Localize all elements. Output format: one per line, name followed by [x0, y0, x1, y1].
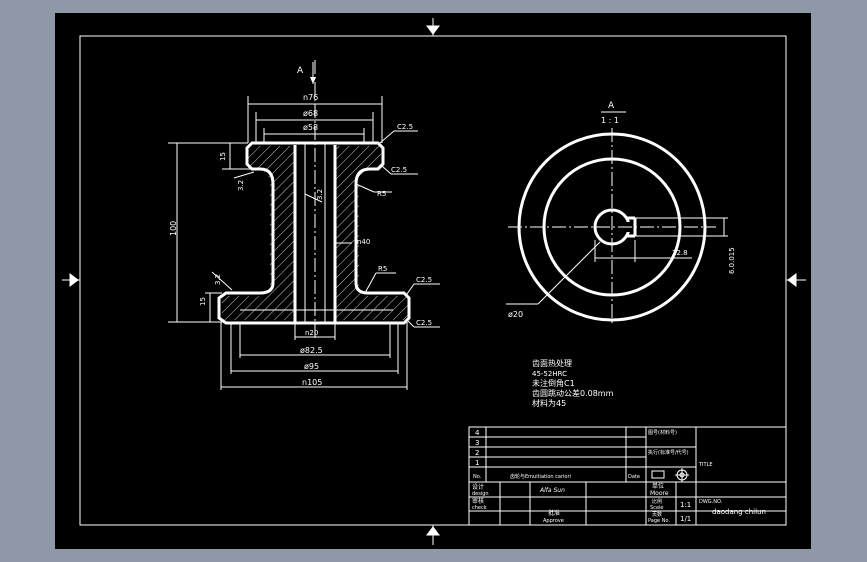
bottom-dimensions — [220, 322, 408, 390]
section-hatch-left — [222, 146, 295, 320]
detail-scale: 1 : 1 — [601, 116, 619, 125]
radius-2: R5 — [378, 265, 387, 273]
chamfer-leaders — [355, 130, 440, 328]
tb-unit-label: 单位 — [652, 482, 664, 490]
centering-marks — [62, 18, 806, 545]
dim-15-top: 15 — [219, 152, 227, 161]
tb-date-label: Date — [628, 474, 640, 480]
dim-15-bottom: 15 — [199, 297, 207, 306]
tb-row-3: 3 — [475, 439, 479, 447]
dim-58: ø58 — [303, 123, 318, 132]
dim-bore: ø20 — [508, 310, 523, 319]
note-3: 未注倒角C1 — [532, 378, 575, 388]
dim-40: n40 — [357, 238, 370, 246]
tb-name-cell: 齿轮与Emuitiation cariori — [510, 473, 571, 480]
note-5: 材料为45 — [532, 398, 566, 408]
tb-check-label: 审核 — [472, 497, 484, 505]
tb-row-2: 2 — [475, 449, 479, 457]
tb-drawing-no-label: DWG.NO. — [699, 499, 723, 505]
radius-1: R5 — [377, 190, 386, 198]
detail-label: A — [608, 101, 615, 111]
section-label: A — [297, 66, 304, 76]
left-dimensions — [168, 142, 352, 323]
tb-scale-value: 1:1 — [680, 501, 691, 509]
tb-design-label: 设计 — [472, 483, 484, 491]
section-outline — [217, 141, 411, 325]
tb-signature: Alfa Sun — [539, 487, 565, 494]
dim-keyway-width: 6.0.015 — [728, 247, 736, 274]
tb-drawing-name: daodang chilun — [712, 508, 766, 516]
dim-keyway: 22.8 — [672, 249, 688, 257]
detail-view — [506, 128, 728, 326]
chamfer-2: C2.5 — [391, 166, 407, 174]
note-1: 齿面热处理 — [532, 358, 572, 368]
chamfer-3: C2.5 — [416, 276, 432, 284]
technical-notes: 齿面热处理 45-52HRC 未注倒角C1 齿圆跳动公差0.08mm 材料为45 — [532, 358, 614, 408]
tb-unit-en: Moore — [650, 490, 669, 497]
tb-approve-en: Approve — [543, 518, 564, 524]
tb-pages-value: 1/1 — [680, 515, 691, 523]
roughness-1: 3.2 — [237, 180, 245, 191]
tb-standard-label: 执行(标准号/代号) — [648, 449, 689, 456]
section-hatch-right — [335, 146, 408, 320]
dim-105: n105 — [302, 378, 322, 387]
tb-scale-label: 比例 — [652, 498, 662, 505]
note-2: 45-52HRC — [532, 370, 567, 378]
tb-no-label: No. — [473, 474, 482, 480]
tb-title-label: TITLE — [698, 462, 713, 468]
tb-scale-en: Scale — [650, 505, 663, 511]
roughness-3: 3.2 — [316, 189, 324, 200]
section-view — [217, 60, 411, 340]
dim-20: n20 — [305, 329, 318, 337]
tb-row-4: 4 — [475, 429, 480, 437]
roughness-2: 3.2 — [214, 274, 222, 285]
tb-material-label: 图号(材料号) — [648, 429, 677, 436]
note-4: 齿圆跳动公差0.08mm — [532, 388, 614, 398]
dim-76: n76 — [303, 93, 318, 102]
tb-row-1: 1 — [475, 459, 479, 467]
tb-design-en: design — [472, 491, 489, 497]
drawing-sheet — [55, 13, 811, 549]
dim-100: 100 — [169, 221, 178, 236]
chamfer-1: C2.5 — [397, 123, 413, 131]
dim-95: ø95 — [304, 362, 319, 371]
tb-approve-label: 批准 — [548, 509, 560, 517]
title-block — [468, 426, 787, 526]
top-dimensions — [247, 96, 383, 143]
dim-82-5: ø82.5 — [300, 346, 323, 355]
chamfer-4: C2.5 — [416, 319, 432, 327]
tb-check-en: check — [472, 505, 487, 511]
projection-symbol-icon — [651, 468, 689, 482]
tb-pages-label: 页数 — [652, 511, 662, 518]
tb-pages-en: Page No. — [648, 518, 670, 524]
dim-68: ø68 — [303, 109, 318, 118]
